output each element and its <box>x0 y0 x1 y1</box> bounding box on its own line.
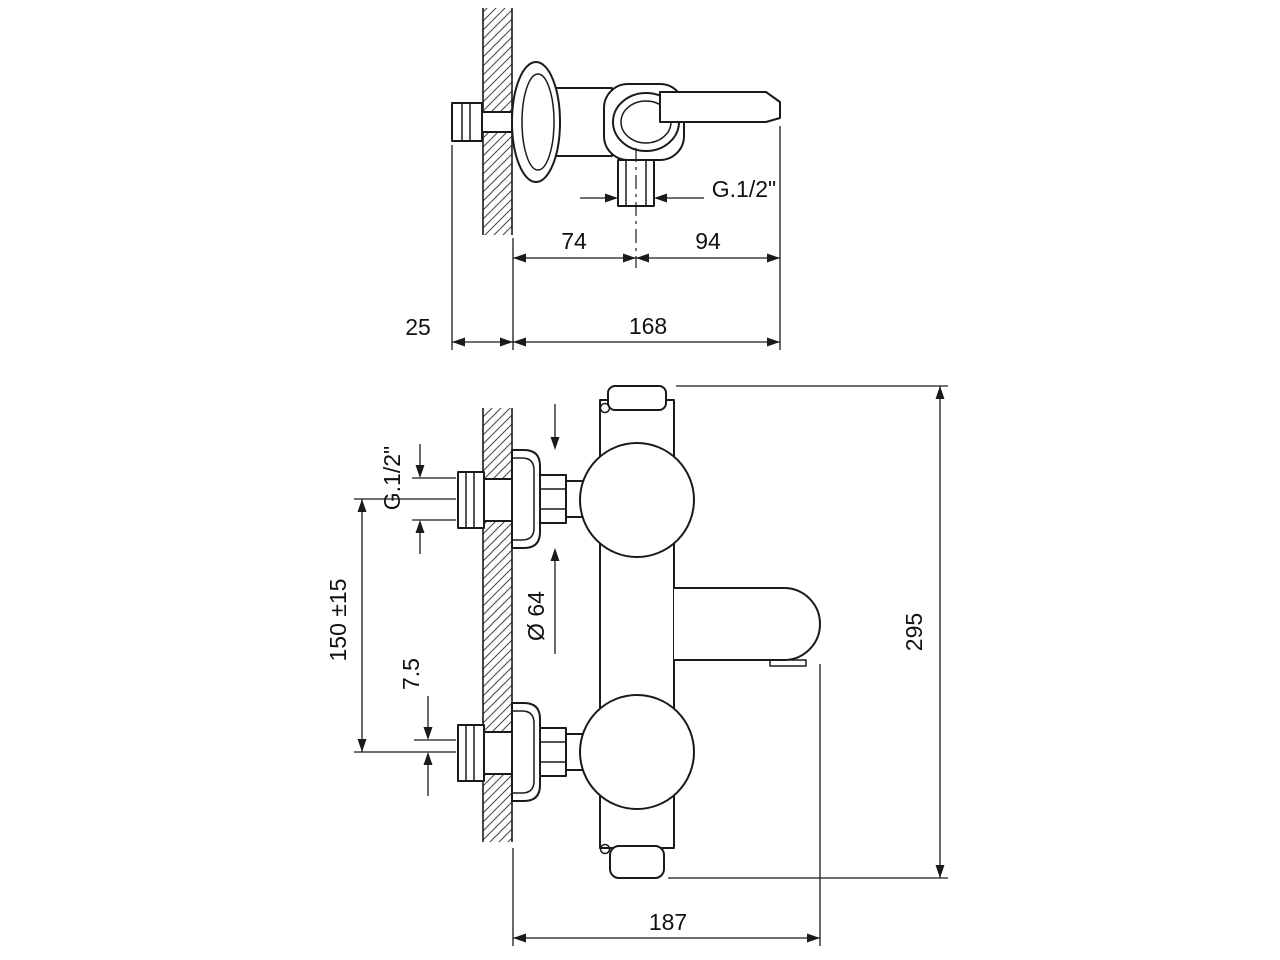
arrowhead <box>357 499 367 512</box>
arrowhead <box>807 933 820 943</box>
dim-label-74: 74 <box>561 228 587 254</box>
lever-spout-plan <box>659 91 781 123</box>
supply-pipe-top <box>483 478 513 522</box>
dim-label-64: Ø 64 <box>523 591 549 641</box>
wall-flange-bottom-inner <box>512 710 535 794</box>
dim-label-295: 295 <box>901 613 927 651</box>
arrowhead <box>423 752 433 765</box>
arrowhead <box>935 386 945 399</box>
supply-pipe-bottom <box>483 731 513 775</box>
arrowhead <box>423 727 433 740</box>
supply-nut <box>451 102 483 142</box>
wall-flange-top-inner <box>512 457 535 541</box>
wall-flange-plan-inner <box>521 73 555 171</box>
set-screw-top <box>599 402 611 414</box>
body-bottom-cap <box>609 845 665 879</box>
arrowhead <box>935 865 945 878</box>
arrowhead <box>357 739 367 752</box>
body-housing-top-circle <box>579 442 695 558</box>
arrowhead <box>767 253 780 263</box>
supply-nut-top <box>457 471 485 529</box>
arrowhead <box>500 337 513 347</box>
aerator <box>769 659 807 667</box>
dim-label-25: 25 <box>405 314 431 340</box>
inlet-nut-bottom <box>539 727 567 777</box>
arrowhead <box>767 337 780 347</box>
wall-hatch-front <box>483 408 512 842</box>
dim-label-thread-top: G.1/2" <box>712 176 776 202</box>
front-view: Ø 64 G.1/2" 150 ±15 7.5 295 <box>325 385 948 946</box>
arrowhead <box>550 548 560 561</box>
wall-flange-bottom <box>511 702 541 802</box>
arrowhead <box>654 193 667 203</box>
wall-flange-plan <box>511 61 561 183</box>
arrowhead <box>513 253 526 263</box>
arrowhead <box>623 253 636 263</box>
body-housing-bottom-circle <box>579 694 695 810</box>
arrowhead <box>513 337 526 347</box>
inlet-nut-top <box>539 474 567 524</box>
supply-nut-bottom <box>457 724 485 782</box>
arrowhead <box>636 253 649 263</box>
top-view: G.1/2" 74 94 25 168 <box>405 8 781 350</box>
supply-pipe <box>481 111 513 133</box>
dim-label-7-5: 7.5 <box>398 658 424 690</box>
arrowhead <box>452 337 465 347</box>
arrowhead <box>415 465 425 478</box>
arrowhead <box>513 933 526 943</box>
set-screw-bottom <box>599 843 611 855</box>
wall-flange-top <box>511 449 541 549</box>
dim-label-187: 187 <box>649 909 687 935</box>
dim-label-thread-front: G.1/2" <box>379 446 405 510</box>
body-top-cap <box>607 385 667 411</box>
arrowhead <box>605 193 618 203</box>
dim-label-150: 150 ±15 <box>325 579 351 662</box>
arrowhead <box>415 520 425 533</box>
spout <box>674 587 821 661</box>
dim-label-168: 168 <box>629 313 667 339</box>
dim-label-94: 94 <box>695 228 721 254</box>
arrowhead <box>550 437 560 450</box>
